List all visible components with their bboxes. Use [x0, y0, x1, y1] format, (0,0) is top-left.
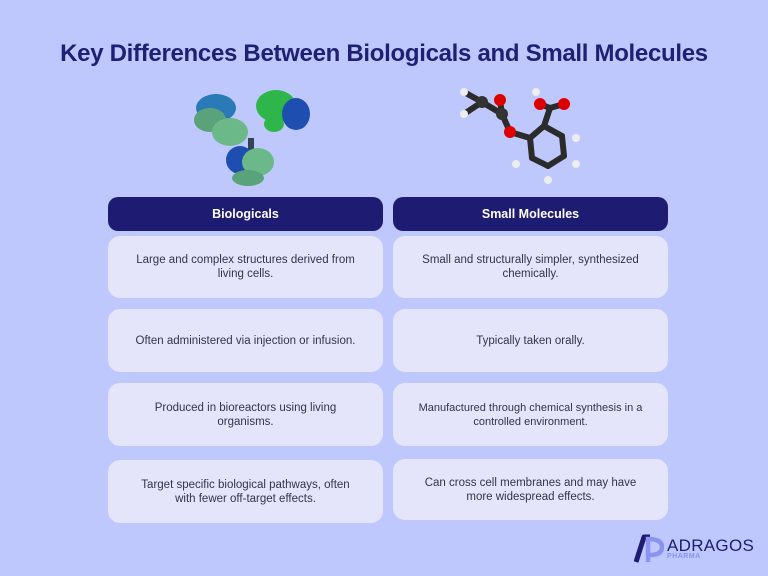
small-molecules-item: Can cross cell membranes and may have mo… [393, 459, 668, 520]
biologicals-item: Target specific biological pathways, oft… [108, 460, 383, 523]
small-molecules-column: Small Molecules Small and structurally s… [393, 197, 668, 520]
small-molecules-item: Manufactured through chemical synthesis … [393, 383, 668, 446]
biologicals-header: Biologicals [108, 197, 383, 231]
small-molecules-item: Typically taken orally. [393, 309, 668, 372]
biologicals-item: Large and complex structures derived fro… [108, 236, 383, 298]
logo-subtitle: PHARMA [667, 553, 701, 560]
small-molecules-item: Small and structurally simpler, synthesi… [393, 236, 668, 298]
biologicals-column: Biologicals Large and complex structures… [108, 197, 383, 523]
page-title: Key Differences Between Biologicals and … [60, 40, 708, 67]
antibody-illustration [194, 90, 310, 186]
logo-name: ADRAGOS [667, 536, 755, 555]
adragos-logo-icon [633, 534, 665, 563]
small-molecules-header: Small Molecules [393, 197, 668, 231]
molecule-illustration [460, 88, 580, 184]
biologicals-item: Often administered via injection or infu… [108, 309, 383, 372]
biologicals-item: Produced in bioreactors using living org… [108, 383, 383, 446]
adragos-logo: ADRAGOS PHARMA [633, 534, 755, 564]
